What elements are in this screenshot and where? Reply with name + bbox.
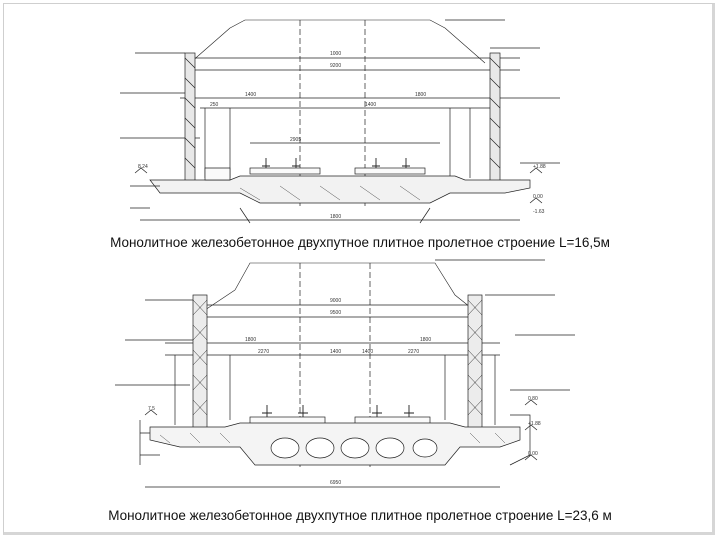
- level-label: 0.80: [528, 396, 538, 402]
- level-label: +1.88: [533, 164, 546, 170]
- dim-label: 2270: [258, 349, 269, 355]
- level-label: +1.88: [528, 421, 541, 427]
- dim-label: 1800: [330, 214, 341, 220]
- dim-label: 1800: [420, 337, 431, 343]
- level-label: 0.00: [533, 194, 543, 200]
- level-label: 0.00: [528, 451, 538, 457]
- dim-label: 9200: [330, 63, 341, 69]
- dim-label: 1400: [245, 92, 256, 98]
- level-label: -1.63: [533, 209, 545, 215]
- dim-label: 1400: [330, 349, 341, 355]
- dim-label: 1800: [415, 92, 426, 98]
- dim-label: 250: [210, 102, 219, 108]
- bridge-drawing-bottom: 9000 9500 1800 1800 2270 1400 1400 2270 …: [0, 255, 720, 495]
- slide-frame: [3, 3, 715, 535]
- level-label: 7.5: [148, 406, 155, 412]
- dim-label: 1400: [365, 102, 376, 108]
- caption-bottom: Монолитное железобетонное двухпутное пли…: [108, 508, 612, 523]
- dim-label: 6950: [330, 480, 341, 486]
- bridge-drawing-top: 1000 9200 1400 250 2905 1800 1400 1800 8…: [0, 8, 720, 228]
- dim-label: 1800: [245, 337, 256, 343]
- dim-label: 1000: [330, 51, 341, 57]
- dim-label: 2905: [290, 137, 301, 143]
- dim-label: 1400: [362, 349, 373, 355]
- dim-label: 9500: [330, 310, 341, 316]
- caption-top: Монолитное железобетонное двухпутное пли…: [110, 235, 610, 250]
- dim-label: 2270: [408, 349, 419, 355]
- dim-label: 9000: [330, 298, 341, 304]
- level-label: 8.24: [138, 164, 148, 170]
